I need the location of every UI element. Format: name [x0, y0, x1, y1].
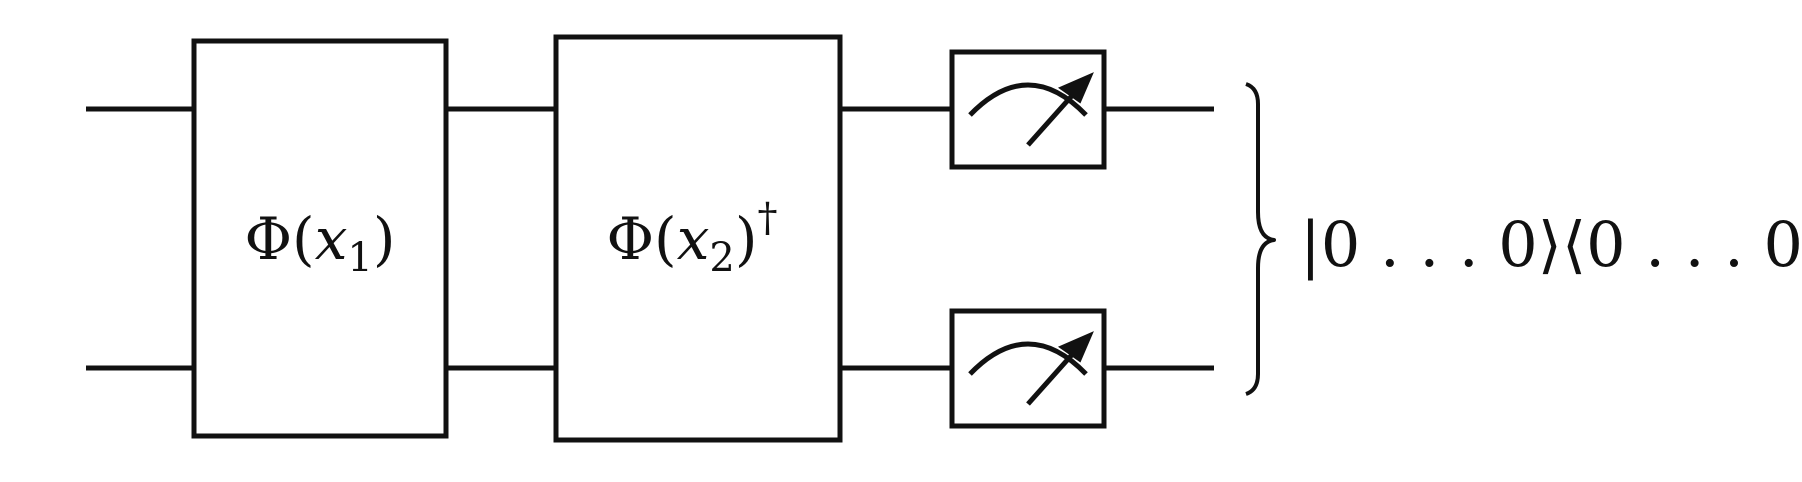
gate-phi-x2-dagger: Φ(x2)† — [553, 34, 843, 443]
measurement-bottom — [949, 308, 1107, 429]
measurement-top — [949, 49, 1107, 170]
close-paren: ) — [373, 205, 396, 273]
gate-symbol: Φ — [606, 205, 654, 273]
right-brace-icon — [1245, 82, 1276, 396]
gate-argument: x — [677, 205, 710, 273]
gate-label: Φ(x2)† — [606, 195, 777, 281]
open-paren: ( — [654, 205, 677, 273]
gate-box — [553, 34, 843, 443]
dagger-superscript: † — [758, 195, 778, 241]
meter-icon — [968, 331, 1094, 406]
ket-open-bar: | — [1300, 208, 1321, 281]
close-paren: ) — [735, 205, 758, 273]
ket-content: 0 . . . 0 — [1321, 208, 1538, 281]
open-paren: ( — [292, 205, 315, 273]
bra-open-angle: ⟨ — [1562, 208, 1586, 281]
bra-content: 0 . . . 0 — [1586, 208, 1802, 281]
projector-expression: |0 . . . 0⟩⟨0 . . . 0| — [1300, 208, 1802, 281]
meter-icon — [968, 72, 1094, 147]
gate-label: Φ(x1) — [244, 205, 395, 281]
gate-subscript: 1 — [347, 235, 372, 281]
gate-phi-x1: Φ(x1) — [191, 38, 449, 439]
ket-close-angle: ⟩ — [1538, 208, 1562, 281]
gate-symbol: Φ — [244, 205, 292, 273]
gate-box — [191, 38, 449, 439]
gate-argument: x — [315, 205, 348, 273]
gate-subscript: 2 — [709, 235, 734, 281]
